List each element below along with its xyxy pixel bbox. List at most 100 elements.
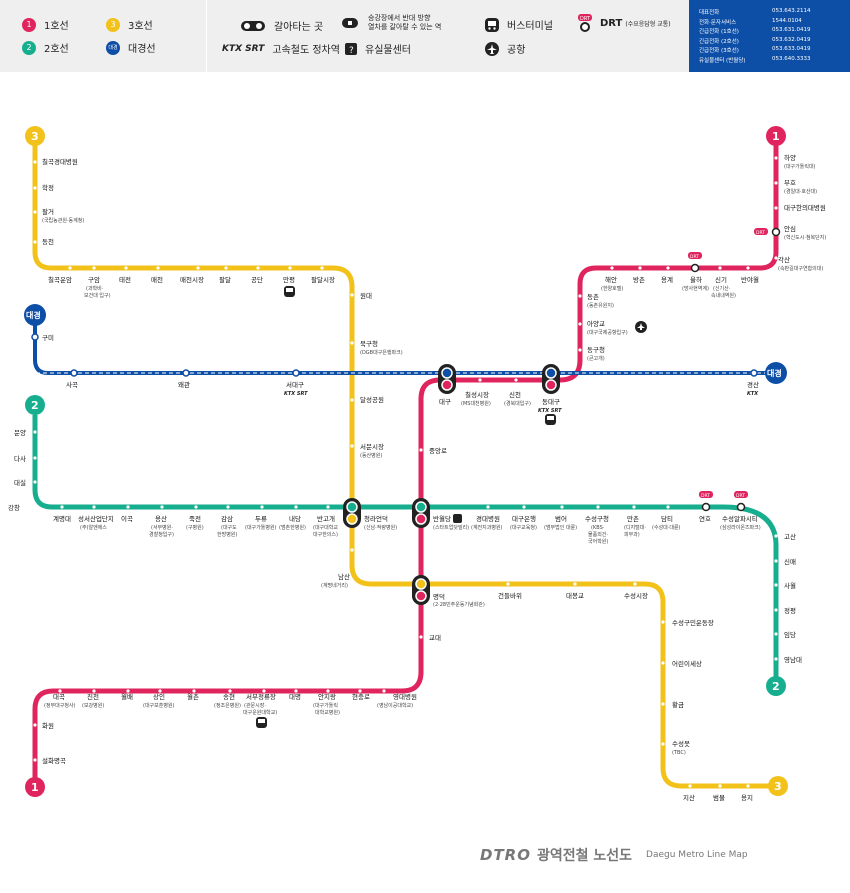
station-label: 대곡 [53, 693, 65, 701]
lost-and-found-icon [453, 514, 462, 523]
legend-line2-label: 2호선 [44, 44, 69, 55]
station-label: 만촌 [627, 514, 639, 523]
transfer-icon [343, 498, 361, 528]
station-label: 대구 [439, 398, 451, 406]
station-label: 원대 [360, 291, 372, 300]
station-label: 정평 [784, 606, 796, 615]
station-sublabel: (구병원) [186, 524, 204, 531]
svg-text:1: 1 [31, 781, 39, 794]
station-label: 팔달 [219, 276, 231, 284]
station-label: 문양 [14, 429, 26, 437]
drt-icon: DRT [754, 227, 781, 237]
station-sublabel: (혁신도시·첨복단지) [784, 234, 826, 241]
line2-station-dots [33, 430, 778, 661]
route-map: 3 3 1 1 2 2 대경 대경 DRT DRT DRT DRT [8, 126, 826, 802]
station-label: 아양교 [587, 319, 605, 328]
legend-drt: DRT DRT (수요응답형 교통) [576, 14, 671, 32]
station-sublabel: (대구가톨병원) [245, 524, 277, 531]
station-sublabel: (신기산· [713, 285, 731, 292]
station-sublabel: (한양호텔) [601, 285, 623, 292]
station-sublabel: (대구교육청) [510, 524, 537, 531]
station-label: 다사 [14, 454, 26, 463]
station-sublabel: 보건대 입구) [84, 292, 111, 299]
station-sublabel: 경찰청입구) [149, 531, 174, 538]
station-sublabel: 피부과) [624, 531, 640, 538]
legend-lost-label: 유실물센터 [365, 45, 411, 56]
station-label: 성서산업단지 [78, 514, 114, 523]
station-label: 송현 [223, 693, 235, 701]
map-title-en: Daegu Metro Line Map [646, 850, 748, 860]
station-sublabel: (정조은병원) [214, 702, 241, 709]
station-sublabel: (수성대·대륜) [652, 524, 681, 531]
ktx-srt-icon: KTX SRT [538, 408, 562, 414]
daegyeong-station-dots [31, 333, 758, 377]
legend-line2: 2 2호선 [22, 40, 69, 55]
svg-text:DRT: DRT [690, 254, 699, 260]
line1-path [32, 145, 779, 786]
station-label: 어린이세상 [672, 659, 702, 668]
daegyeong-badge-icon: 대경 [106, 40, 120, 55]
station-label: 건들바위 [498, 591, 522, 600]
station-label: 대구은행 [512, 514, 536, 523]
airport-icon [635, 321, 647, 333]
lost-and-found-icon: ? [345, 42, 357, 55]
station-label: 수성구민운동장 [672, 618, 714, 627]
transfer-icon [241, 20, 265, 31]
station-label: 학정 [42, 183, 54, 192]
station-label: 영대병원 [393, 692, 417, 701]
legend-transfer: 갈아타는 곳 [240, 18, 323, 33]
station-label: 매천시장 [180, 275, 204, 284]
legend-bus: 버스터미널 [485, 17, 553, 32]
station-label: 팔거 [42, 207, 54, 216]
station-sublabel: (계전지과병원) [471, 524, 503, 531]
station-sublabel: (삼성라이온즈파크) [720, 524, 761, 531]
station-label: 안심 [784, 224, 796, 233]
station-sublabel: (과학비· [86, 285, 104, 292]
station-label: 월배 [121, 692, 133, 701]
station-sublabel: 국어학원) [588, 538, 608, 545]
station-label: 칠곡경대병원 [42, 157, 78, 166]
line2-end-badge: 2 [766, 676, 786, 696]
contact-row: 긴급전화 (2호선)053.632.0419 [699, 37, 811, 45]
svg-text:DRT: DRT [701, 493, 710, 499]
station-label: 동구청 [587, 346, 605, 354]
station-sublabel: 대구한의스) [313, 531, 338, 538]
station-label: 방촌 [633, 275, 645, 284]
station-label: 영남대 [784, 655, 802, 664]
station-label: 안지랑 [318, 692, 336, 701]
station-label: 수성못 [672, 739, 690, 748]
station-sublabel: (대구국제공항입구) [587, 329, 628, 336]
station-sublabel: (계명네거리) [321, 582, 348, 589]
station-sublabel: (관문시장· [244, 702, 266, 709]
daegyeong-end-badge: 대경 [765, 362, 787, 384]
ktx-srt-icon: KTX SRT [222, 43, 265, 54]
station-label: 범물 [713, 793, 725, 802]
station-sublabel: (서부병원· [151, 524, 173, 531]
station-label: 하양 [784, 153, 796, 162]
station-sublabel: (정부대구청사) [44, 702, 76, 709]
station-label: 반야월 [741, 275, 759, 284]
station-label: 범어 [555, 514, 567, 523]
station-label: 태전 [119, 275, 131, 284]
station-label: 교대 [429, 634, 441, 642]
station-label: 현충로 [352, 692, 370, 701]
station-sublabel: (큰고개) [587, 355, 605, 362]
legend-lost: ? 유실물센터 [345, 41, 411, 56]
bus-icon [485, 17, 499, 32]
station-sublabel: (대구가톨릭 [313, 702, 338, 709]
svg-text:2: 2 [31, 399, 39, 412]
station-sublabel: 물품외건· [588, 531, 608, 538]
station-label: 반고개 [317, 514, 335, 523]
station-label: 월촌 [187, 692, 199, 701]
drt-icon: DRT [699, 491, 713, 512]
station-label: 지산 [683, 793, 695, 802]
station-label: 대구한의대병원 [784, 203, 826, 212]
station-sublabel: (동촌유원지) [587, 302, 614, 309]
line3-path [32, 145, 778, 789]
station-label: 수성알파시티 [722, 514, 758, 523]
station-sublabel: (범촌한병원) [279, 524, 306, 531]
contact-row: 유실물센터 (반월당)053.640.3333 [699, 56, 811, 64]
station-label: 서부정류장 [246, 692, 276, 701]
station-label: 구미 [42, 333, 54, 342]
